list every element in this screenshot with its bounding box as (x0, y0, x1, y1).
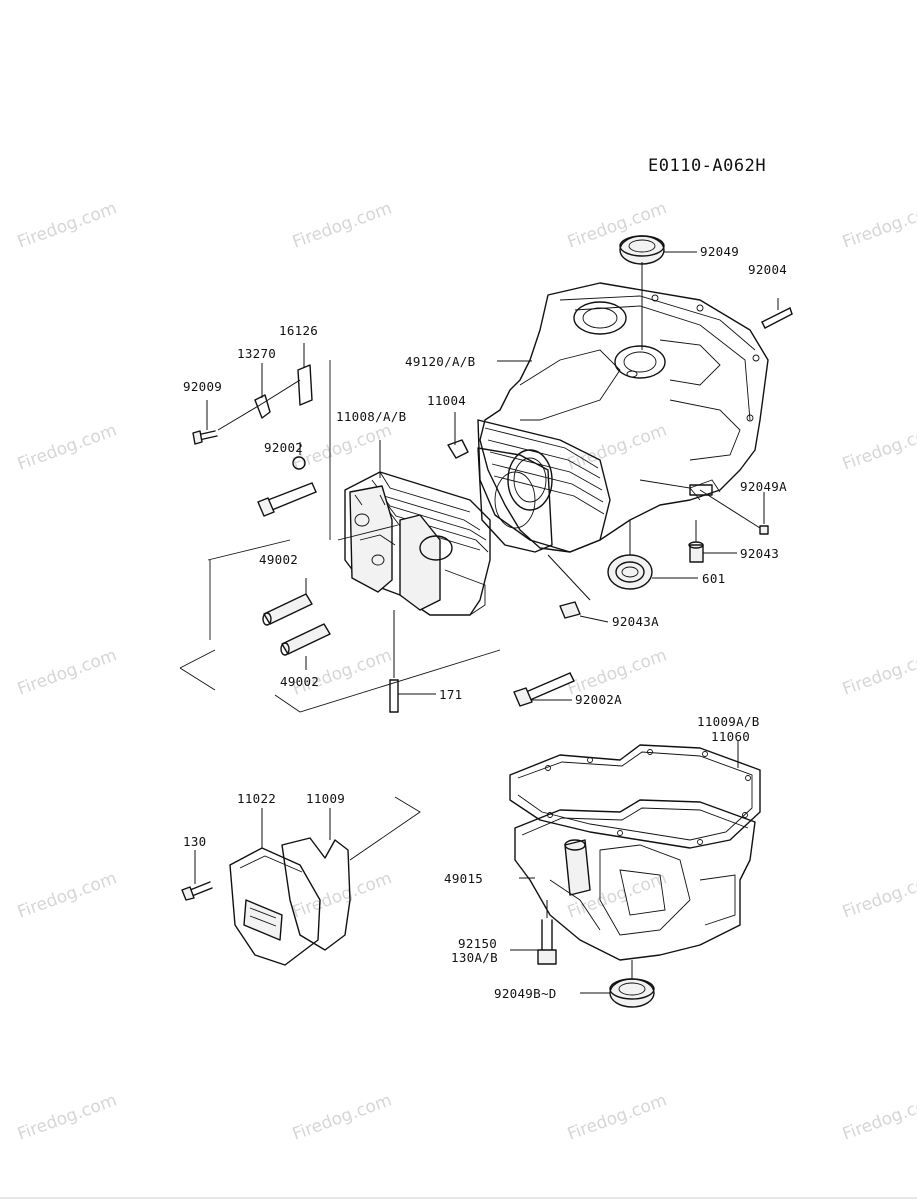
label-11009: 11009 (306, 791, 345, 806)
watermark: Firedog.com (15, 1090, 120, 1144)
watermark: Firedog.com (565, 1090, 670, 1144)
label-92043: 92043 (740, 546, 779, 561)
watermark: Firedog.com (840, 645, 917, 699)
watermark: Firedog.com (290, 868, 395, 922)
label-92049: 92049 (700, 244, 739, 259)
label-92049A: 92049A (740, 479, 787, 494)
watermark: Firedog.com (840, 198, 917, 252)
label-130AB: 130A/B (451, 950, 498, 965)
label-16126: 16126 (279, 323, 318, 338)
watermark: Firedog.com (290, 420, 395, 474)
watermark: Firedog.com (840, 420, 917, 474)
watermark: Firedog.com (840, 868, 917, 922)
label-92002: 92002 (264, 440, 303, 455)
label-130: 130 (183, 834, 206, 849)
label-92002A: 92002A (575, 692, 622, 707)
bearing-601 (607, 520, 698, 590)
label-92150: 92150 (458, 936, 497, 951)
label-13270: 13270 (237, 346, 276, 361)
label-49015: 49015 (444, 871, 483, 886)
label-11060: 11060 (711, 729, 750, 744)
watermark: Firedog.com (290, 198, 395, 252)
bolt-92002A (513, 672, 575, 707)
watermark: Firedog.com (15, 645, 120, 699)
label-11004: 11004 (427, 393, 466, 408)
stud-92004 (761, 298, 793, 329)
watermark: Firedog.com (15, 868, 120, 922)
seal-92049A (689, 484, 769, 535)
label-92043A: 92043A (612, 614, 659, 629)
label-92049BD: 92049B~D (494, 986, 557, 1001)
oil-pan (514, 799, 756, 961)
watermark: Firedog.com (840, 1090, 917, 1144)
label-92004: 92004 (748, 262, 787, 277)
label-49120: 49120/A/B (405, 354, 475, 369)
bolt-92009 (192, 343, 313, 445)
part-labels: 92049 92004 49120/A/B 16126 13270 92009 … (183, 244, 787, 1001)
head-cover-gasket (281, 796, 421, 951)
label-11009AB: 11009A/B (697, 714, 760, 729)
explode-frame (179, 360, 501, 713)
watermark: Firedog.com (290, 1090, 395, 1144)
dowel-92043A (547, 554, 609, 623)
label-601: 601 (702, 571, 725, 586)
oil-seal-top (619, 235, 697, 350)
bolt-92002 (257, 442, 317, 517)
label-49002-upper: 49002 (259, 552, 298, 567)
label-171: 171 (439, 687, 462, 702)
watermark: Firedog.com (15, 198, 120, 252)
crankcase (477, 282, 769, 553)
diagram-code: E0110-A062H (648, 156, 766, 176)
oil-pan-gasket (509, 740, 761, 849)
label-11008: 11008/A/B (336, 409, 406, 424)
head-cover (229, 808, 321, 966)
bolt-92150 (510, 900, 557, 965)
watermark: Firedog.com (565, 420, 670, 474)
bolt-130 (181, 850, 213, 901)
cylinder-head (344, 471, 491, 616)
watermark-layer: Firedog.com Firedog.com Firedog.com Fire… (15, 198, 917, 1144)
label-92009: 92009 (183, 379, 222, 394)
label-11022: 11022 (237, 791, 276, 806)
label-49002-lower: 49002 (280, 674, 319, 689)
watermark: Firedog.com (15, 420, 120, 474)
oil-seal-bottom (580, 960, 655, 1008)
head-gasket (447, 412, 553, 553)
valve-guides (262, 578, 331, 670)
stud-171 (389, 610, 436, 713)
dowel-92043 (688, 520, 737, 563)
watermark: Firedog.com (290, 645, 395, 699)
